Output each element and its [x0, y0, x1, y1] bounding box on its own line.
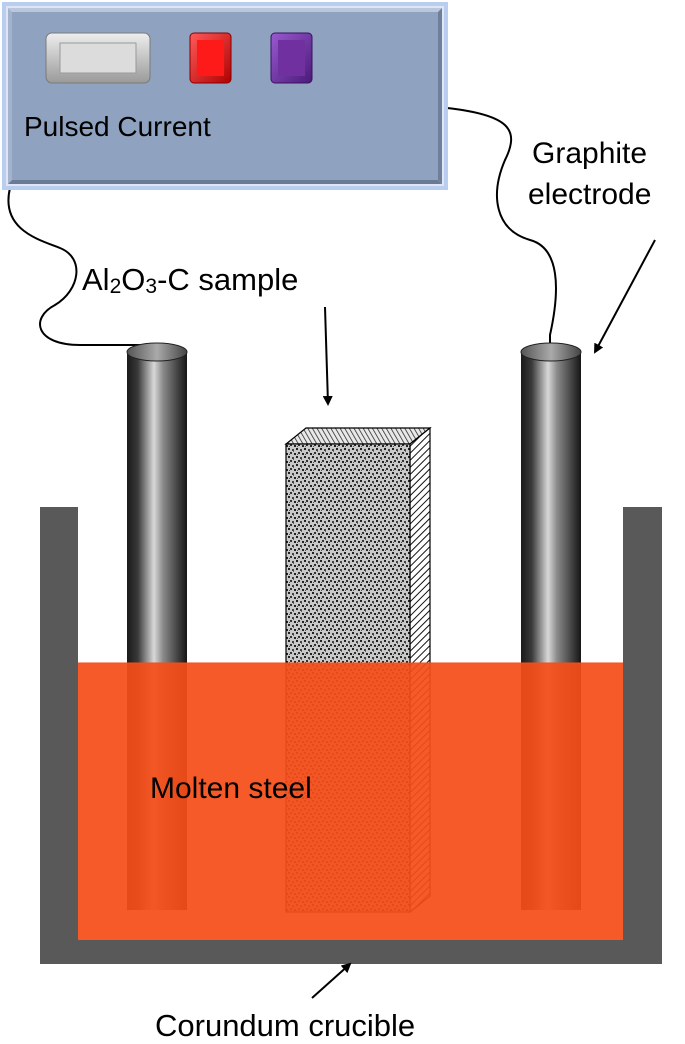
left-wire	[7, 187, 140, 346]
graphite-label-line2: electrode	[528, 178, 651, 211]
crucible-label: Corundum crucible	[155, 1008, 415, 1043]
molten-steel	[78, 663, 623, 940]
graphite-arrow	[594, 239, 656, 354]
graphite-label-line1: Graphite	[532, 137, 647, 170]
sample-label: Al2O3-C sample	[82, 262, 298, 298]
molten-steel-label: Molten steel	[150, 772, 312, 805]
grey-rect-button-icon[interactable]	[45, 32, 151, 84]
right-wire	[446, 107, 557, 345]
power-supply-label: Pulsed Current	[24, 111, 211, 142]
sample-arrow	[322, 306, 333, 406]
crucible-arrow	[311, 962, 352, 999]
pulsed-current-supply	[2, 2, 448, 190]
red-button-icon[interactable]	[189, 32, 232, 84]
purple-button-icon[interactable]	[270, 32, 313, 84]
